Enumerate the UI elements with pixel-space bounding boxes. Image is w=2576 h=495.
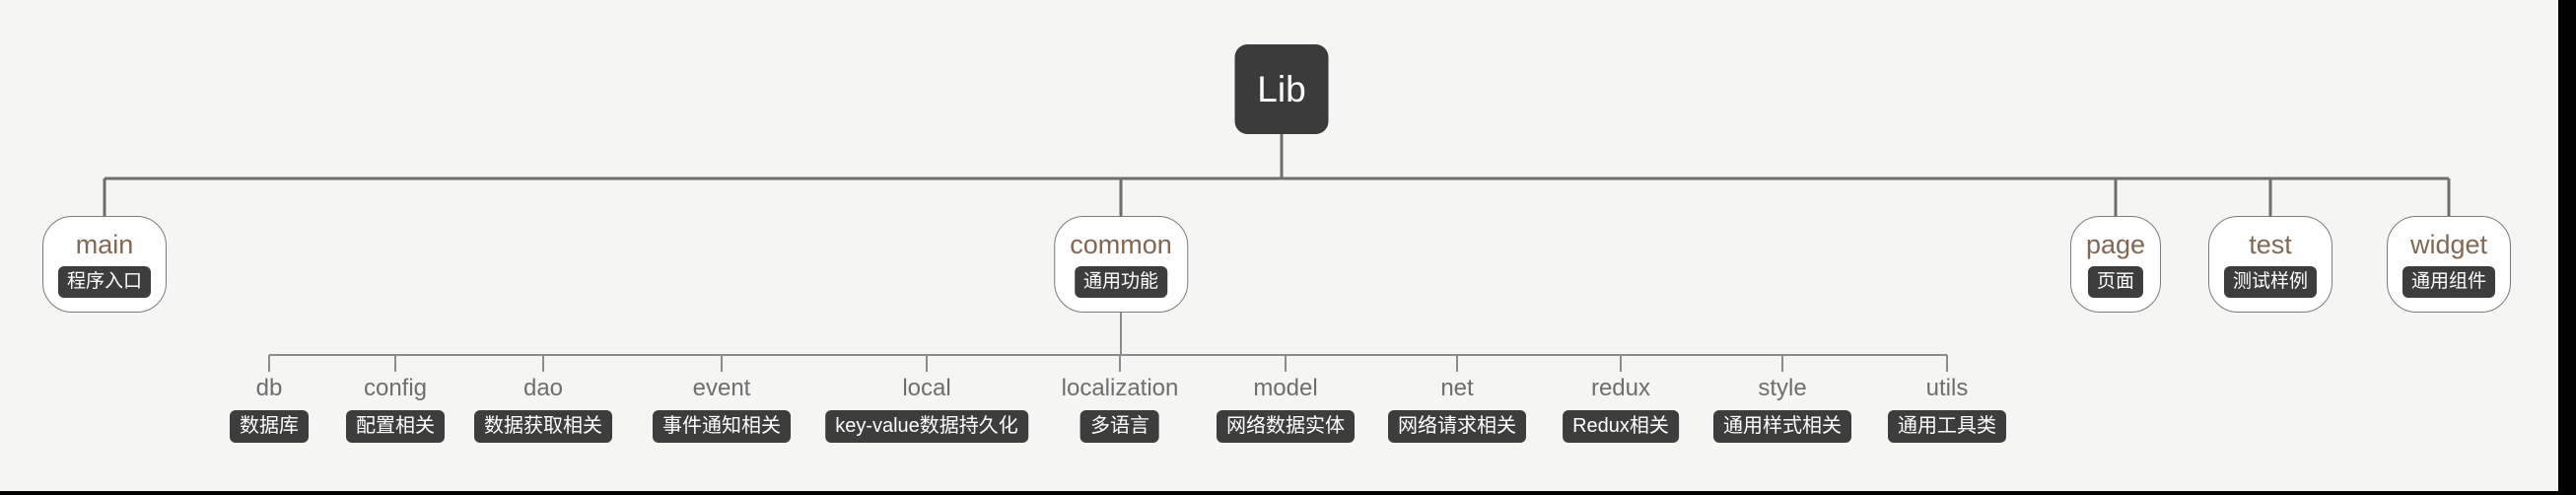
node-page-label: page [2085, 229, 2146, 259]
node-utils-label: utils [1925, 375, 1969, 401]
node-event-label: event [692, 375, 751, 401]
node-config-badge: 配置相关 [346, 410, 445, 443]
node-widget-label: widget [2409, 229, 2488, 259]
node-style[interactable]: style 通用样式相关 [1713, 377, 1851, 443]
node-db-badge: 数据库 [230, 410, 309, 443]
node-test[interactable]: test 测试样例 [2207, 216, 2333, 313]
node-page-badge: 页面 [2087, 265, 2144, 298]
node-dao-badge: 数据获取相关 [474, 410, 612, 443]
node-widget-badge: 通用组件 [2402, 265, 2496, 298]
node-redux-label: redux [1590, 375, 1651, 401]
node-model[interactable]: model 网络数据实体 [1217, 377, 1355, 443]
node-net-label: net [1440, 375, 1474, 401]
node-page[interactable]: page 页面 [2069, 216, 2162, 313]
node-common-label: common [1070, 229, 1172, 259]
node-config-label: config [363, 375, 428, 401]
node-redux-badge: Redux相关 [1563, 410, 1679, 443]
node-root[interactable]: Lib [1234, 44, 1329, 134]
node-main-label: main [75, 229, 134, 259]
node-config[interactable]: config 配置相关 [346, 377, 445, 443]
node-root-label: Lib [1257, 69, 1306, 109]
window-edge-bottom [0, 491, 2576, 495]
node-net-badge: 网络请求相关 [1388, 410, 1526, 443]
node-main[interactable]: main 程序入口 [41, 216, 168, 313]
node-local-label: local [902, 375, 951, 401]
node-model-label: model [1253, 375, 1318, 401]
node-common-badge: 通用功能 [1074, 265, 1167, 298]
node-style-label: style [1758, 375, 1807, 401]
node-common[interactable]: common 通用功能 [1054, 216, 1188, 313]
node-dao-label: dao [522, 375, 564, 401]
node-localization[interactable]: localization 多语言 [1061, 375, 1179, 443]
node-utils-badge: 通用工具类 [1888, 410, 2006, 443]
node-test-badge: 测试样例 [2223, 265, 2318, 298]
node-style-badge: 通用样式相关 [1713, 410, 1851, 443]
node-utils[interactable]: utils 通用工具类 [1888, 377, 2006, 443]
node-db-label: db [255, 375, 283, 401]
node-model-badge: 网络数据实体 [1217, 410, 1355, 443]
node-widget[interactable]: widget 通用组件 [2386, 216, 2512, 313]
node-event-badge: 事件通知相关 [653, 410, 791, 443]
window-edge-right [2558, 0, 2576, 495]
node-test-label: test [2249, 229, 2292, 259]
node-local[interactable]: local key-value数据持久化 [825, 377, 1028, 443]
node-localization-label: localization [1061, 375, 1179, 401]
node-net[interactable]: net 网络请求相关 [1388, 377, 1526, 443]
node-localization-badge: 多语言 [1079, 410, 1159, 443]
node-event[interactable]: event 事件通知相关 [653, 377, 791, 443]
node-main-badge: 程序入口 [57, 265, 152, 298]
node-dao[interactable]: dao 数据获取相关 [474, 377, 612, 443]
node-db[interactable]: db 数据库 [230, 377, 309, 443]
node-local-badge: key-value数据持久化 [825, 410, 1028, 443]
